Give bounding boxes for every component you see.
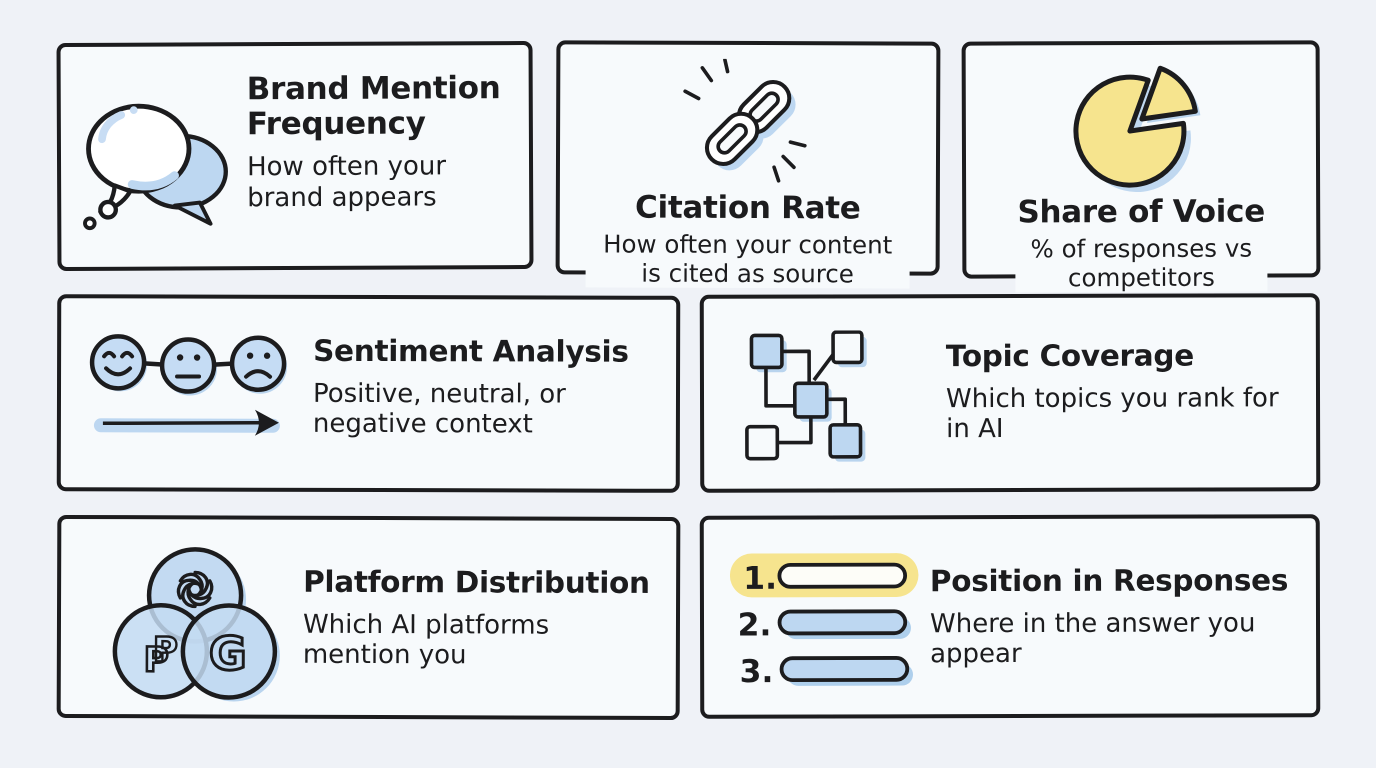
- card-topic-coverage: Topic Coverage Which topics you rank for…: [699, 293, 1321, 493]
- card-title: Topic Coverage: [945, 338, 1194, 374]
- card-description: Which AI platforms mention you: [302, 609, 550, 671]
- svg-text:1.: 1.: [743, 561, 777, 597]
- svg-text:2.: 2.: [738, 607, 772, 643]
- card-title: Sentiment Analysis: [313, 333, 629, 369]
- card-share-of-voice: Share of Voice % of responses vs competi…: [961, 40, 1321, 293]
- google-logo: G: [209, 626, 247, 680]
- card-description: How often your content is cited as sourc…: [585, 229, 910, 289]
- svg-text:3.: 3.: [740, 654, 774, 690]
- card-title: Citation Rate: [635, 189, 861, 227]
- speech-bubbles-icon: [75, 92, 248, 235]
- card-description: Which topics you rank for in AI: [945, 383, 1279, 445]
- card-citation-rate: Citation Rate How often your content is …: [555, 40, 941, 289]
- card-description: Positive, neutral, or negative context: [312, 378, 566, 440]
- card-sentiment-analysis: Sentiment Analysis Positive, neutral, or…: [56, 294, 681, 493]
- card-description: % of responses vs competitors: [1015, 234, 1268, 293]
- network-nodes-icon: [742, 330, 878, 466]
- pie-chart-icon: [1066, 53, 1216, 194]
- card-brand-mention-frequency: Brand Mention Frequency How often your b…: [56, 40, 534, 272]
- card-title: Position in Responses: [929, 563, 1289, 599]
- svg-text:P: P: [153, 630, 178, 670]
- card-platform-distribution: P P G Platform Distribution Which AI pla…: [56, 514, 681, 721]
- sentiment-faces-icon: [85, 324, 300, 450]
- venn-platforms-icon: P P G: [103, 537, 288, 706]
- card-description: How often your brand appears: [246, 151, 447, 214]
- card-title: Platform Distribution: [303, 564, 650, 600]
- numbered-list-icon: 1. 2. 3.: [729, 549, 930, 693]
- card-title: Brand Mention Frequency: [246, 70, 501, 142]
- perplexity-logo: P P: [142, 629, 179, 682]
- chain-link-icon: [673, 58, 823, 188]
- openai-logo: [176, 570, 214, 609]
- svg-text:P: P: [144, 640, 169, 680]
- card-description: Where in the answer you appear: [929, 608, 1256, 670]
- card-title: Share of Voice: [1017, 193, 1265, 231]
- card-position-in-responses: 1. 2. 3. Position in Responses Where in …: [699, 514, 1321, 719]
